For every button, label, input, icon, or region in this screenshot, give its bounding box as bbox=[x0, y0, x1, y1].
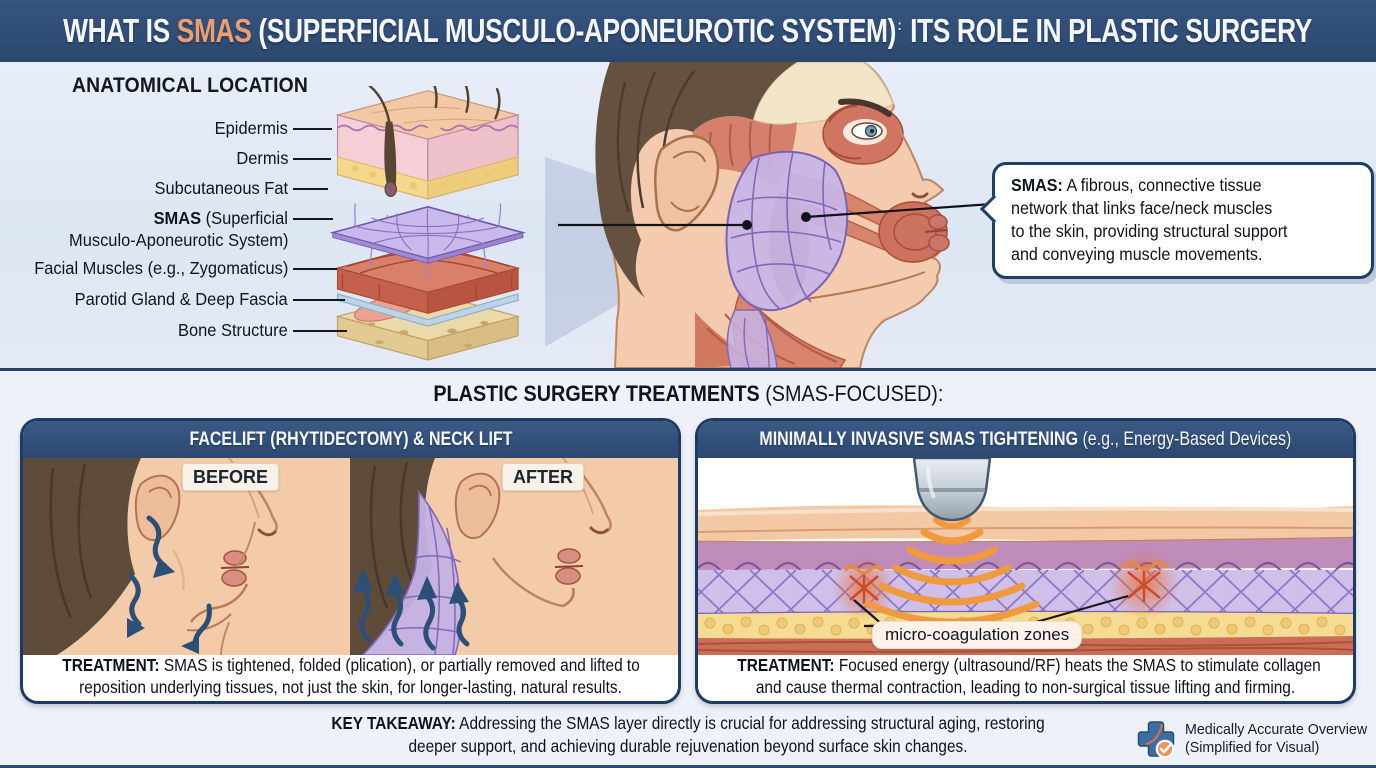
section-divider bbox=[0, 368, 1376, 371]
treatment-bold: TREATMENT: bbox=[62, 655, 160, 675]
treatment-line: and cause thermal contraction, leading t… bbox=[755, 676, 1296, 697]
anatomy-label-facial-muscles: Facial Muscles (e.g., Zygomaticus) bbox=[6, 257, 288, 279]
callout-line: SMAS: A fibrous, connective tissue bbox=[1011, 174, 1329, 197]
before-label-chip: BEFORE bbox=[182, 463, 280, 491]
anatomy-label-parotid: Parotid Gland & Deep Fascia bbox=[6, 288, 288, 310]
medical-cross-icon bbox=[1137, 721, 1175, 759]
facelift-panel-header: FACELIFT (RHYTIDECTOMY) & NECK LIFT bbox=[23, 421, 678, 458]
anatomy-section: ANATOMICAL LOCATION bbox=[0, 62, 1376, 368]
label-text: Parotid Gland & Deep Fascia bbox=[74, 289, 288, 309]
energy-panel-title: MINIMALLY INVASIVE SMAS TIGHTENING (e.g.… bbox=[760, 428, 1292, 451]
facelift-panel-body: BEFORE AFTER bbox=[23, 457, 678, 656]
face-anatomy-illustration bbox=[545, 62, 950, 368]
badge-line1: Medically Accurate Overview bbox=[1185, 720, 1368, 738]
check-circle-icon bbox=[1155, 739, 1175, 759]
label-text-line2: Musculo-Aponeurotic System) bbox=[68, 230, 288, 250]
facelift-panel: FACELIFT (RHYTIDECTOMY) & NECK LIFT bbox=[20, 418, 681, 704]
callout-line: network that links face/neck muscles bbox=[1011, 198, 1273, 218]
treatment-line: SMAS is tightened, folded (plication), o… bbox=[163, 655, 640, 675]
after-label-chip: AFTER bbox=[502, 463, 584, 491]
anatomy-label-subcutaneous-fat: Subcutaneous Fat bbox=[6, 177, 288, 199]
skin-layers-block bbox=[329, 86, 526, 361]
facelift-treatment-text: TREATMENT: SMAS is tightened, folded (pl… bbox=[62, 655, 640, 698]
energy-title-bold: MINIMALLY INVASIVE SMAS TIGHTENING bbox=[759, 428, 1079, 450]
treatment-line: Focused energy (ultrasound/RF) heats the… bbox=[838, 655, 1321, 675]
anatomy-label-bone: Bone Structure bbox=[6, 319, 288, 341]
takeaway-line: deeper support, and achieving durable re… bbox=[408, 736, 968, 756]
callout-line: and conveying muscle movements. bbox=[1011, 244, 1263, 264]
energy-title-rest: (e.g., Energy-Based Devices) bbox=[1078, 428, 1292, 450]
energy-treatment-text: TREATMENT: Focused energy (ultrasound/RF… bbox=[737, 655, 1320, 698]
treatment-bold: TREATMENT: bbox=[737, 655, 835, 675]
treatments-heading-rest: (SMAS-FOCUSED): bbox=[759, 381, 944, 406]
leader-line bbox=[293, 188, 328, 190]
callout-term: SMAS: bbox=[1011, 175, 1063, 195]
label-text: Epidermis bbox=[214, 118, 288, 138]
anatomy-heading: ANATOMICAL LOCATION bbox=[72, 74, 309, 97]
treatments-heading: PLASTIC SURGERY TREATMENTS (SMAS-FOCUSED… bbox=[0, 381, 1376, 407]
label-text: Bone Structure bbox=[178, 320, 288, 340]
takeaway-bold: KEY TAKEAWAY: bbox=[331, 713, 456, 733]
energy-panel: MINIMALLY INVASIVE SMAS TIGHTENING (e.g.… bbox=[695, 418, 1356, 704]
title-highlight: SMAS bbox=[177, 12, 252, 49]
energy-panel-body: micro-coagulation zones bbox=[698, 456, 1353, 655]
leader-line bbox=[293, 299, 345, 301]
title-prefix: WHAT IS bbox=[63, 12, 178, 49]
callout-tail bbox=[979, 194, 1009, 224]
label-text: (Superficial bbox=[201, 208, 288, 228]
leader-line bbox=[293, 268, 337, 270]
badge-line2: (Simplified for Visual) bbox=[1185, 739, 1320, 756]
callout-text: A fibrous, connective tissue bbox=[1066, 175, 1262, 195]
leader-line bbox=[293, 128, 332, 130]
leader-line bbox=[293, 218, 333, 220]
anatomy-label-epidermis: Epidermis bbox=[6, 117, 288, 139]
takeaway-line: Addressing the SMAS layer directly is cr… bbox=[459, 713, 1045, 733]
treatment-line: reposition underlying tissues, not just … bbox=[79, 676, 622, 697]
anatomy-label-dermis: Dermis bbox=[6, 147, 288, 169]
treatments-heading-bold: PLASTIC SURGERY TREATMENTS bbox=[432, 381, 760, 406]
page-title: WHAT IS SMAS (SUPERFICIAL MUSCULO-APONEU… bbox=[64, 12, 1313, 50]
accuracy-badge: Medically Accurate Overview (Simplified … bbox=[1136, 719, 1376, 759]
bottom-border bbox=[0, 765, 1376, 768]
label-text: Dermis bbox=[235, 148, 288, 168]
title-suffix: ITS ROLE IN PLASTIC SURGERY bbox=[903, 12, 1313, 49]
title-middle: (SUPERFICIAL MUSCULO-APONEUROTIC SYSTEM) bbox=[251, 12, 897, 49]
energy-treatment-illustration bbox=[698, 456, 1353, 655]
callout-line: to the skin, providing structural suppor… bbox=[1011, 221, 1288, 241]
micro-coagulation-label-chip: micro-coagulation zones bbox=[872, 621, 1083, 649]
key-takeaway: KEY TAKEAWAY: Addressing the SMAS layer … bbox=[83, 712, 1294, 758]
energy-panel-header: MINIMALLY INVASIVE SMAS TIGHTENING (e.g.… bbox=[698, 421, 1353, 458]
title-bar: WHAT IS SMAS (SUPERFICIAL MUSCULO-APONEU… bbox=[0, 0, 1376, 62]
ear bbox=[654, 135, 720, 232]
facelift-panel-title: FACELIFT (RHYTIDECTOMY) & NECK LIFT bbox=[188, 428, 513, 450]
badge-text: Medically Accurate Overview (Simplified … bbox=[1185, 721, 1367, 758]
smas-layer-patch bbox=[725, 150, 849, 312]
title-separator: : bbox=[898, 18, 903, 34]
label-text: Facial Muscles (e.g., Zygomaticus) bbox=[33, 258, 288, 278]
label-bold: SMAS bbox=[153, 208, 202, 228]
smas-definition-callout: SMAS: A fibrous, connective tissue netwo… bbox=[979, 162, 1374, 279]
label-text: Subcutaneous Fat bbox=[154, 178, 288, 198]
leader-line bbox=[293, 158, 331, 160]
leader-line bbox=[293, 330, 347, 332]
